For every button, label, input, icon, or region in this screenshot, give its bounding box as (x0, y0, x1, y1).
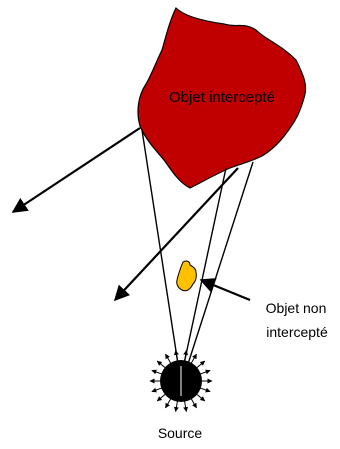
non-intercepted-pointer-arrow (199, 278, 251, 302)
non-intercepted-label-line2: intercepté (266, 324, 328, 340)
ray-left-to-object (141, 129, 179, 365)
source-radiation-arrow (165, 353, 172, 364)
source-radiation-arrow (190, 398, 197, 409)
source-radiation-arrow (195, 393, 206, 402)
source-radiation-arrow (199, 387, 211, 393)
reflected-ray-center (113, 167, 239, 302)
source-radiation-arrow (173, 400, 179, 413)
source-radiation-arrow (195, 360, 206, 369)
non-intercepted-label-line1: Objet non (266, 300, 327, 316)
source-radiation-arrow (190, 353, 197, 364)
source-radiation-arrow (199, 369, 211, 375)
source-radiation-arrow (156, 393, 167, 402)
non-intercepted-object-shape (176, 260, 197, 292)
source-radiation-arrow (151, 387, 163, 393)
ray-far-right-to-object (187, 161, 254, 365)
source-label: Source (158, 425, 203, 441)
source-radiation-arrow (173, 349, 179, 362)
source-radiation-arrow (165, 398, 172, 409)
source-radiation-arrow (183, 400, 189, 413)
source-radiation-arrow (183, 349, 189, 362)
source-radiation-arrow (151, 369, 163, 375)
light-source (149, 349, 213, 413)
reflected-ray-left (11, 127, 141, 213)
intercepted-object-shape (137, 6, 307, 189)
intercepted-object-label: Objet intercepté (169, 89, 275, 106)
ray-right-to-object (183, 167, 227, 365)
source-radiation-arrow (156, 360, 167, 369)
